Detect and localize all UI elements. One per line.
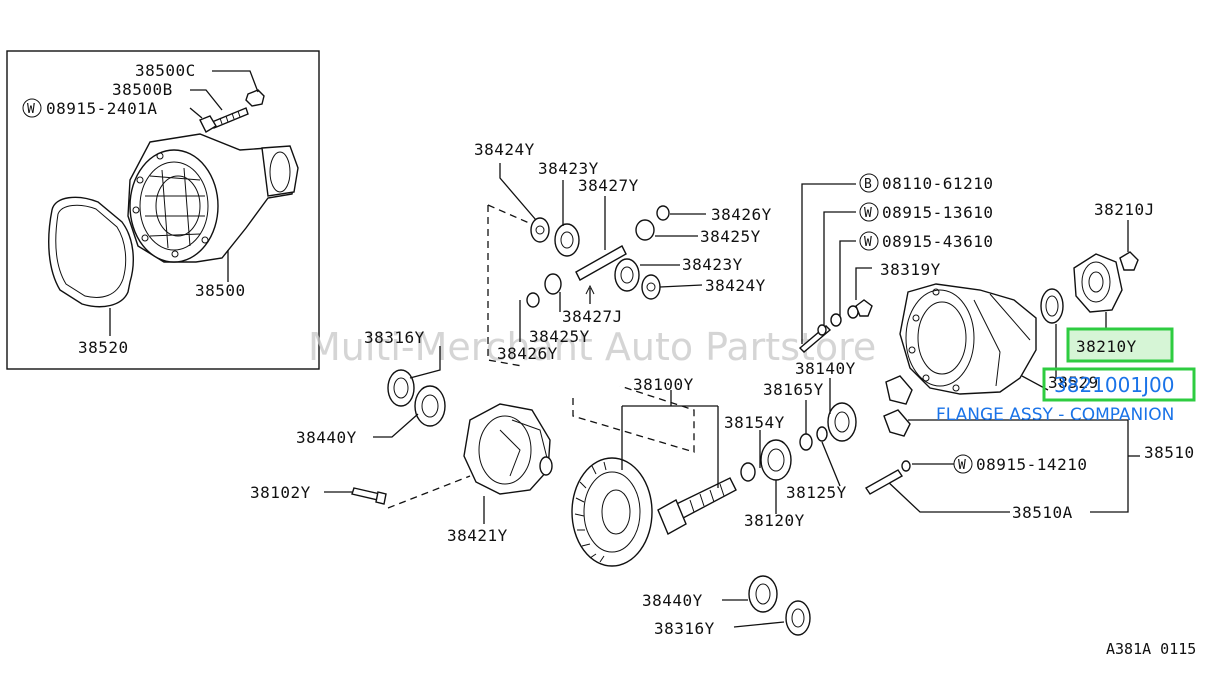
label-38140Y: 38140Y (795, 359, 856, 378)
label-38424Y: 38424Y (474, 140, 535, 159)
pinion-gear-38423Y (554, 223, 580, 257)
label-38100Y: 38100Y (633, 375, 694, 394)
label-08110-61210: 08110-61210 (882, 174, 993, 193)
marker-W-2: W (864, 206, 872, 221)
washer-38426Y-b (526, 292, 540, 308)
label-38421Y: 38421Y (447, 526, 508, 545)
drive-pinion (657, 477, 737, 535)
label-38500: 38500 (195, 281, 246, 300)
watermark: Multi-Merchant Auto Partstore (308, 325, 876, 369)
pinion-bearing-38140Y (827, 402, 857, 442)
label-08915-43610: 08915-43610 (882, 232, 993, 251)
label-38510A: 38510A (1012, 503, 1073, 522)
washer-08915-13610 (830, 313, 842, 327)
nut-38210J (1119, 251, 1139, 271)
marker-W-4: W (958, 458, 966, 473)
gear-carrier-38510 (899, 283, 1037, 395)
carrier-housing-group: B 08110-61210 W 08915-13610 W 08915-4361… (798, 173, 1196, 522)
marker-W: W (27, 102, 35, 117)
thrust-washer-38424Y-b (641, 274, 661, 300)
label-38425Y-b: 38425Y (529, 327, 590, 346)
marker-B: B (864, 177, 872, 192)
label-38427J: 38427J (562, 307, 623, 326)
label-38440Y-b: 38440Y (642, 591, 703, 610)
ring-gear-38100Y (571, 457, 653, 567)
label-38316Y: 38316Y (364, 328, 425, 347)
bearing-cap-38510A (885, 375, 913, 405)
label-38520: 38520 (78, 338, 129, 357)
bolt-marker-icon (859, 173, 879, 193)
label-08915-2401A: 08915-2401A (46, 99, 157, 118)
label-38316Y-b: 38316Y (654, 619, 715, 638)
side-bearing-38440Y-b (748, 575, 778, 613)
label-38424Y-b: 38424Y (705, 276, 766, 295)
pinion-shaft-38427Y (575, 245, 627, 281)
pinion-bearing-38120Y (760, 439, 792, 481)
label-08915-13610: 08915-13610 (882, 203, 993, 222)
highlight-part-description[interactable]: FLANGE ASSY - COMPANION (936, 405, 1174, 425)
side-gear-38423Y (614, 258, 640, 292)
shim-38125Y (816, 426, 828, 442)
label-38210J: 38210J (1094, 200, 1155, 219)
label-38120Y: 38120Y (744, 511, 805, 530)
washer-marker-icon-3 (859, 231, 879, 251)
oil-seal-38529 (1040, 288, 1064, 324)
label-38440Y: 38440Y (296, 428, 357, 447)
stud-bolt-icon (199, 89, 265, 133)
figure-code: A381A 0115 (1106, 640, 1196, 658)
highlight-part-box[interactable] (1042, 367, 1196, 402)
label-38154Y: 38154Y (724, 413, 785, 432)
label-38427Y: 38427Y (578, 176, 639, 195)
label-38529: 38529 (1048, 373, 1099, 392)
spacer-38165Y (799, 433, 813, 451)
label-38500B: 38500B (112, 80, 173, 99)
marker-W-3: W (864, 235, 872, 250)
diff-case-38421Y (463, 403, 553, 495)
label-38423Y: 38423Y (538, 159, 599, 178)
gear-cluster: 38424Y 38423Y 38427Y 38426Y 38425Y 38423… (474, 140, 772, 453)
label-38210Y[interactable]: 38210Y (1076, 337, 1137, 356)
label-38102Y: 38102Y (250, 483, 311, 502)
gasket-38520 (48, 196, 134, 308)
oil-seal-38316Y-b (785, 600, 811, 636)
label-38426Y-b: 38426Y (497, 344, 558, 363)
label-38423Y-b: 38423Y (682, 255, 743, 274)
bracket-38319Y (855, 299, 873, 317)
washer-38426Y (656, 205, 670, 221)
diff-case-group: 38316Y 38440Y 38102Y 38421Y 38100Y 38154… (250, 328, 857, 638)
differential-carrier-38500 (127, 133, 299, 263)
bearing-cap-38510A-b (883, 409, 911, 437)
label-38426Y: 38426Y (711, 205, 772, 224)
companion-flange-38210Y (1073, 253, 1123, 313)
washer-marker-icon-4 (953, 454, 973, 474)
washer-marker-icon (22, 98, 42, 118)
washer-38425Y (635, 219, 655, 241)
thrust-washer-38424Y (530, 217, 550, 243)
oil-seal-38316Y (387, 369, 415, 407)
washer-38425Y-b (544, 273, 562, 295)
label-38425Y: 38425Y (700, 227, 761, 246)
label-38500C: 38500C (135, 61, 196, 80)
side-bearing-38440Y (414, 385, 446, 427)
highlight-38210Y[interactable] (1066, 327, 1174, 363)
label-38125Y: 38125Y (786, 483, 847, 502)
label-38510: 38510 (1144, 443, 1195, 462)
highlight-part-number[interactable]: 3821001J00 (1054, 373, 1174, 397)
bolt-38102Y (351, 487, 381, 501)
inset-panel: 38500C 38500B W 08915-2401A 38500 38520 (6, 50, 320, 370)
washer-marker-icon-2 (859, 202, 879, 222)
bolt-08915-14210 (864, 469, 904, 495)
label-38165Y: 38165Y (763, 380, 824, 399)
washer-38154Y (740, 462, 756, 482)
label-08915-14210: 08915-14210 (976, 455, 1087, 474)
label-38319Y: 38319Y (880, 260, 941, 279)
nut-icon (245, 89, 265, 107)
